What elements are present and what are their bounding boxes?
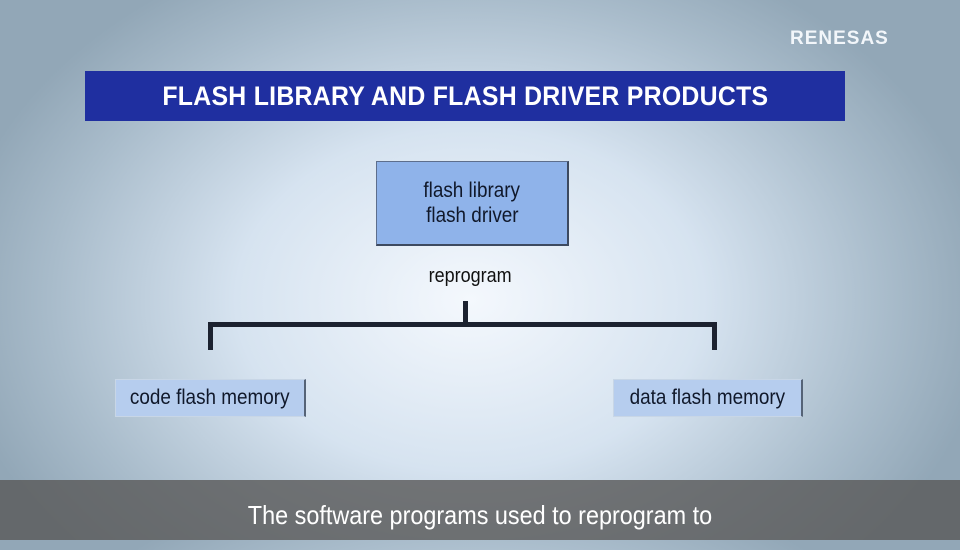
reprogram-label: reprogram bbox=[400, 265, 540, 288]
subtitle-caption: The software programs used to reprogram … bbox=[0, 480, 960, 540]
caption-text: The software programs used to reprogram … bbox=[247, 500, 713, 530]
connector-horizontal bbox=[208, 322, 717, 327]
flash-library-driver-box: flash library flash driver bbox=[376, 161, 569, 246]
top-box-line-1: flash library bbox=[377, 178, 567, 203]
connector-left-drop bbox=[208, 322, 213, 350]
top-box-line-2: flash driver bbox=[377, 203, 567, 228]
connector-stem bbox=[463, 301, 468, 325]
top-box-text-2: flash driver bbox=[425, 204, 519, 227]
code-flash-text: code flash memory bbox=[130, 386, 290, 409]
connector-right-drop bbox=[712, 322, 717, 350]
slide-title-text: FLASH LIBRARY AND FLASH DRIVER PRODUCTS bbox=[161, 81, 769, 111]
top-box-text-1: flash library bbox=[423, 179, 521, 202]
renesas-logo: RENESAS bbox=[790, 28, 889, 49]
reprogram-text: reprogram bbox=[428, 265, 512, 287]
code-flash-memory-box: code flash memory bbox=[115, 379, 306, 417]
slide-title: FLASH LIBRARY AND FLASH DRIVER PRODUCTS bbox=[85, 71, 845, 121]
data-flash-memory-box: data flash memory bbox=[613, 379, 803, 417]
data-flash-text: data flash memory bbox=[629, 386, 786, 409]
